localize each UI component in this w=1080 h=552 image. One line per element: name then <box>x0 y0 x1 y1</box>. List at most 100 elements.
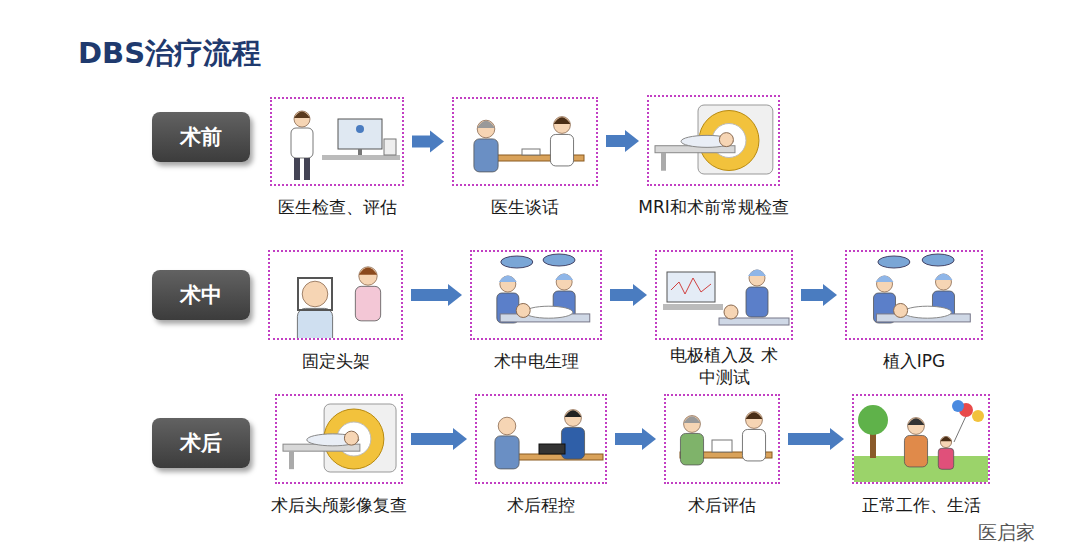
arrow-shaft <box>412 136 431 148</box>
illustration <box>472 252 600 338</box>
step-box: 术后头颅影像复查 <box>275 394 403 484</box>
phase-box: 术后 <box>152 418 250 468</box>
step-box: 术中电生理 <box>470 250 602 340</box>
balloon <box>972 410 984 422</box>
surgical-cap <box>934 274 952 281</box>
figure-head <box>554 117 571 134</box>
flow-arrow <box>412 131 444 153</box>
arrow-head <box>830 428 844 450</box>
step-box: 正常工作、生活 <box>852 394 990 484</box>
step-box: 术后程控 <box>475 394 607 484</box>
phase-label: 术后 <box>180 429 222 457</box>
picture-frame <box>664 394 780 484</box>
figure-hair <box>477 121 495 128</box>
arrow-shaft <box>411 289 449 301</box>
figure-head <box>565 410 582 427</box>
arrow-head <box>642 428 656 450</box>
figure-head <box>877 276 893 292</box>
step-caption: 术后评估 <box>688 494 756 516</box>
computer <box>384 139 396 155</box>
step-box: 电极植入及 术中测试 <box>655 250 793 340</box>
illustration <box>847 252 981 338</box>
figure-body <box>680 433 703 465</box>
surgical-lamp <box>878 256 910 268</box>
arrow-head <box>625 130 639 152</box>
bed-leg <box>661 153 666 171</box>
step-box: 植入IPG <box>845 250 983 340</box>
picture-frame <box>475 394 607 484</box>
surgical-lamp <box>543 254 575 266</box>
signal-trace <box>671 278 711 294</box>
surgical-lamp <box>922 254 954 266</box>
flow-arrow <box>411 284 462 306</box>
patient-head <box>516 303 530 317</box>
arrow-shaft <box>615 433 643 445</box>
table <box>507 454 603 460</box>
figure-head <box>908 418 925 435</box>
step-caption: 电极植入及 术中测试 <box>668 344 780 388</box>
step-caption: 固定头架 <box>302 350 370 372</box>
step-caption: 植入IPG <box>883 350 945 372</box>
monitor-stand <box>358 149 362 155</box>
flow-arrow <box>411 428 467 450</box>
illustration <box>270 252 401 338</box>
tree-crown <box>858 405 888 435</box>
arrow-shaft <box>801 289 824 301</box>
arrow-shaft <box>788 433 831 445</box>
phase-label: 术中 <box>180 281 222 309</box>
illustration <box>657 252 791 338</box>
figure-head <box>294 111 310 127</box>
illustration <box>477 396 605 482</box>
patient-head <box>724 305 738 319</box>
picture-frame <box>275 394 403 484</box>
figure-head <box>359 267 377 285</box>
monitor <box>338 119 382 149</box>
arrow-shaft <box>610 289 634 301</box>
figure-head <box>684 416 701 433</box>
arrow-head <box>453 428 467 450</box>
patient-head <box>719 133 733 147</box>
figure-body <box>297 308 332 338</box>
figure-head <box>302 281 328 307</box>
patient-lying <box>903 306 951 318</box>
illustration <box>454 99 596 184</box>
diagram-title: DBS治疗流程 <box>78 34 261 74</box>
flow-arrow <box>606 130 639 152</box>
figure-body <box>291 128 313 158</box>
balloon <box>952 400 964 412</box>
monitor <box>667 272 715 302</box>
arrow-shaft <box>411 433 454 445</box>
flow-arrow <box>801 284 837 306</box>
desk <box>663 304 723 310</box>
illustration <box>649 97 778 184</box>
arrow-head <box>633 284 647 306</box>
picture-frame <box>852 394 990 484</box>
figure-hair <box>294 112 310 119</box>
surgical-cap <box>876 276 894 283</box>
picture-frame <box>845 250 983 340</box>
figure-body <box>742 429 765 461</box>
step-caption: 正常工作、生活 <box>862 494 981 516</box>
picture-frame <box>470 250 602 340</box>
step-caption: MRI和术前常规检查 <box>638 196 789 218</box>
arrow-head <box>823 284 837 306</box>
flow-arrow <box>610 284 647 306</box>
desk <box>322 155 400 160</box>
surgical-lamp <box>501 256 533 268</box>
picture-frame <box>452 97 598 186</box>
figure-head <box>749 270 765 286</box>
picture-frame <box>268 250 403 340</box>
flow-arrow <box>615 428 656 450</box>
figure-body <box>550 134 573 166</box>
figure-hair <box>746 412 763 419</box>
bed-leg <box>289 451 294 469</box>
balloon-string <box>954 416 966 442</box>
illustration <box>277 396 401 482</box>
step-box: 固定头架 <box>268 250 403 340</box>
step-caption: 术后头颅影像复查 <box>271 494 407 516</box>
step-caption: 术后程控 <box>507 494 575 516</box>
head-frame <box>298 278 332 310</box>
watermark: 医启家 <box>975 520 1038 546</box>
patient-lying <box>525 306 573 318</box>
step-caption: 医生检查、评估 <box>278 196 397 218</box>
